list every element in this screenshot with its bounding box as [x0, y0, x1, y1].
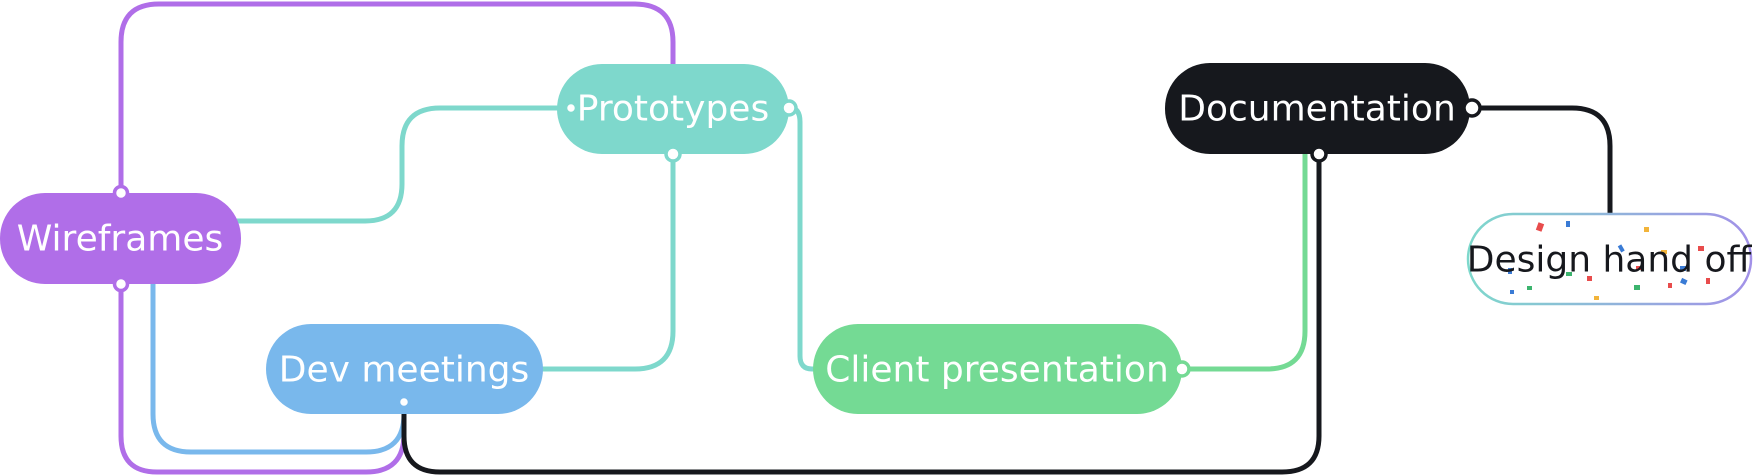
- edge-documentation-design-hand-off-black[interactable]: [1472, 108, 1610, 214]
- node-documentation[interactable]: Documentation: [1165, 63, 1470, 154]
- edge-dev-meetings-documentation-black[interactable]: [404, 154, 1319, 472]
- port-prototypes-left[interactable]: [566, 103, 577, 114]
- edge-wireframes-prototypes-teal[interactable]: [236, 108, 566, 221]
- port-dev-meetings-bottom[interactable]: [399, 397, 410, 408]
- port-prototypes-right[interactable]: [782, 101, 796, 115]
- port-wireframes-bottom[interactable]: [115, 278, 128, 291]
- edge-client-presentation-documentation-green[interactable]: [1182, 154, 1305, 369]
- node-client-presentation[interactable]: Client presentation: [813, 324, 1182, 414]
- port-prototypes-bottom[interactable]: [666, 147, 680, 161]
- node-design-hand-off[interactable]: Design hand off: [1467, 214, 1753, 304]
- node-client-presentation-label: Client presentation: [825, 350, 1169, 391]
- node-design-hand-off-label: Design hand off: [1467, 240, 1753, 281]
- edge-dev-meetings-prototypes-teal[interactable]: [540, 154, 673, 369]
- node-dev-meetings-label: Dev meetings: [279, 350, 530, 391]
- node-prototypes[interactable]: Prototypes: [557, 64, 789, 154]
- edge-prototypes-client-presentation-teal[interactable]: [790, 108, 818, 369]
- port-documentation-bottom[interactable]: [1312, 147, 1326, 161]
- port-wireframes-top[interactable]: [115, 187, 128, 200]
- node-prototypes-label: Prototypes: [577, 89, 769, 130]
- node-wireframes[interactable]: Wireframes: [0, 193, 241, 284]
- node-documentation-label: Documentation: [1178, 89, 1456, 130]
- port-documentation-right[interactable]: [1464, 100, 1480, 116]
- node-wireframes-label: Wireframes: [17, 219, 223, 260]
- port-client-presentation-right[interactable]: [1175, 362, 1189, 376]
